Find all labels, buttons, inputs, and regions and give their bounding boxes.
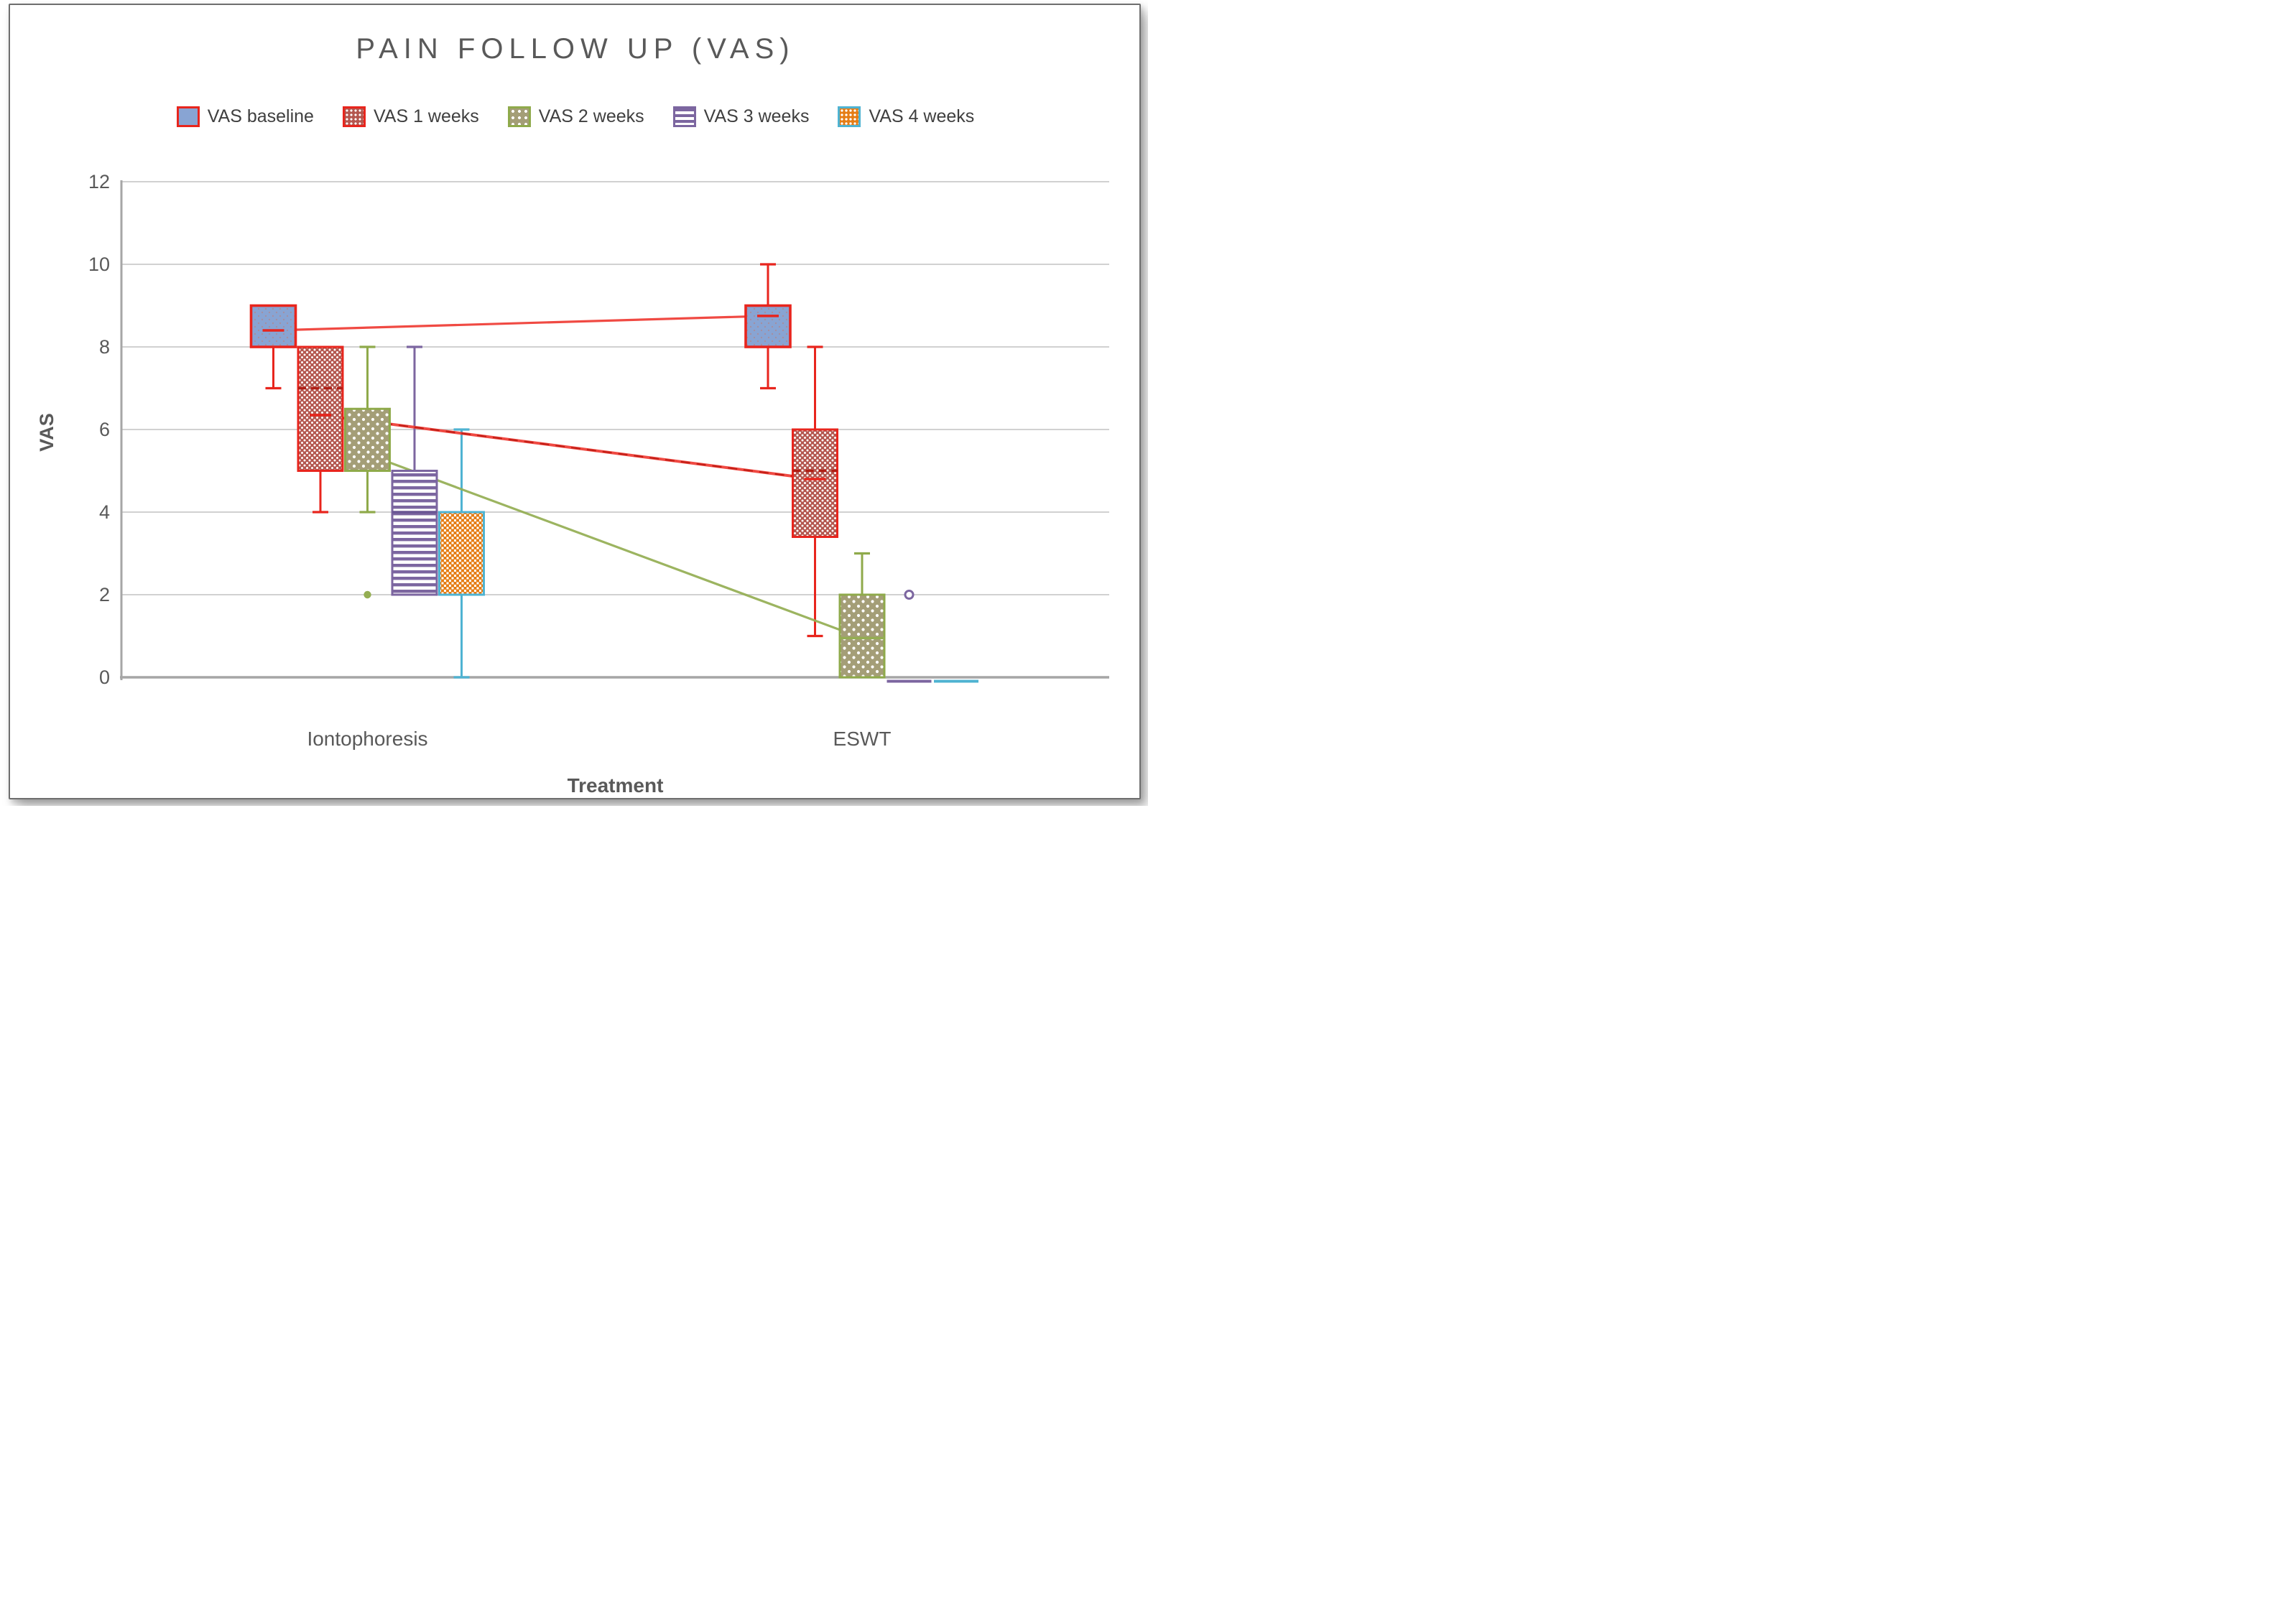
- box-vas-1-weeks: [792, 428, 838, 538]
- box-vas-1-weeks: [297, 345, 344, 472]
- legend-item-vas-4-weeks: VAS 4 weeks: [838, 106, 974, 127]
- legend-item-vas-2-weeks: VAS 2 weeks: [507, 106, 644, 127]
- y-tick-label: 2: [99, 584, 110, 605]
- figure-coordinate-space: PAIN FOLLOW UP (VAS) VAS baseline VAS 1 …: [1, 1, 1148, 806]
- legend-item-vas-3-weeks: VAS 3 weeks: [672, 106, 810, 127]
- y-tick-label: 6: [99, 419, 110, 440]
- y-tick-label: 8: [99, 336, 110, 358]
- y-tick-label: 4: [99, 501, 110, 523]
- x-category-labels: Iontophoresis ESWT: [307, 728, 891, 750]
- legend-label: VAS 3 weeks: [703, 106, 810, 126]
- mean-trend-lines: [273, 315, 863, 639]
- y-tick-label: 10: [88, 254, 110, 275]
- screenshot-canvas: PAIN FOLLOW UP (VAS) VAS baseline VAS 1 …: [0, 0, 1148, 806]
- box-vas-4-weeks: [438, 511, 485, 596]
- legend-label: VAS 4 weeks: [869, 106, 975, 126]
- figure-page: PAIN FOLLOW UP (VAS) VAS baseline VAS 1 …: [9, 4, 1141, 799]
- axes: [120, 180, 1109, 680]
- box-vas-baseline: [744, 304, 792, 348]
- x-category-label: Iontophoresis: [307, 728, 427, 750]
- legend-swatch-3-weeks-icon: [672, 106, 696, 127]
- box-vas-baseline: [249, 304, 297, 348]
- box-vas-3-weeks: [391, 470, 438, 596]
- legend-swatch-baseline-icon: [176, 106, 200, 127]
- chart-title: PAIN FOLLOW UP (VAS): [356, 33, 795, 65]
- legend-item-vas-baseline: VAS baseline: [176, 106, 314, 127]
- boxes: [249, 304, 978, 683]
- x-category-label: ESWT: [833, 728, 892, 750]
- chart-legend: VAS baseline VAS 1 weeks VAS 2 weeks VAS…: [1, 106, 1148, 127]
- box-vas-2-weeks: [344, 407, 391, 472]
- legend-label: VAS 2 weeks: [538, 106, 644, 126]
- y-tick-label: 12: [88, 171, 110, 192]
- box-vas-2-weeks: [838, 593, 886, 679]
- outlier-circle: [904, 590, 915, 600]
- legend-label: VAS 1 weeks: [373, 106, 479, 126]
- y-tick-labels: 0 2 4 6 8 10 12: [88, 171, 110, 688]
- legend-swatch-1-weeks-icon: [342, 106, 366, 127]
- y-tick-label: 0: [99, 667, 110, 688]
- legend-swatch-2-weeks-icon: [507, 106, 531, 127]
- outlier-dot: [364, 590, 371, 599]
- legend-label: VAS baseline: [207, 106, 314, 126]
- legend-item-vas-1-weeks: VAS 1 weeks: [342, 106, 479, 127]
- legend-swatch-4-weeks-icon: [838, 106, 861, 127]
- x-axis-title: Treatment: [568, 774, 664, 797]
- y-axis-title: VAS: [36, 413, 57, 452]
